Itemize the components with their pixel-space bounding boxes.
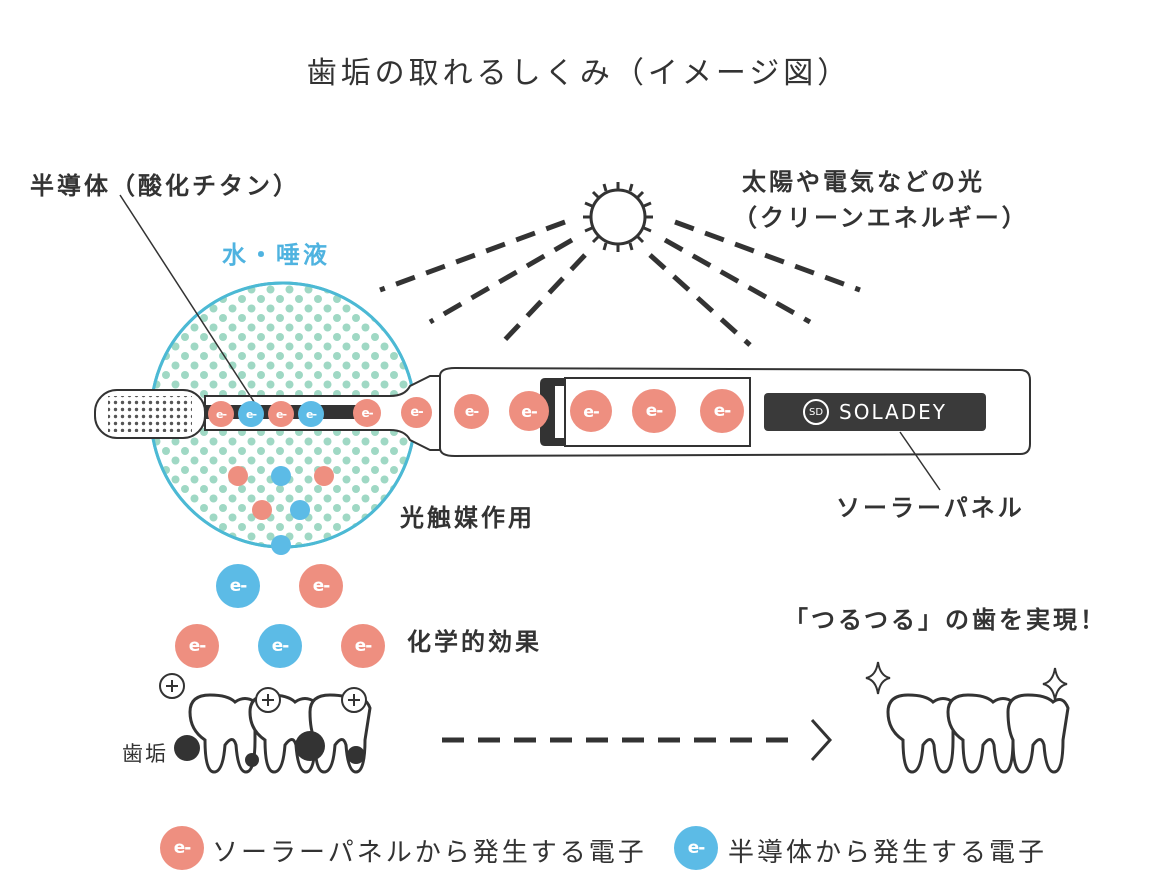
sun-icon: [583, 182, 653, 252]
sparkle-icons: [865, 661, 1068, 701]
electron-chip: e-: [353, 399, 381, 427]
electron-chip: e-: [268, 401, 294, 427]
brand-mark-icon: SD: [803, 399, 829, 425]
electron-chip: e-: [175, 624, 219, 668]
positive-charge-icons: [159, 673, 367, 713]
legend-blue-electron-icon: e-: [674, 826, 718, 870]
light-rays: [379, 219, 861, 347]
electron-chip: e-: [632, 389, 676, 433]
electron-chip: e-: [216, 564, 260, 608]
photocatalysis-particles: [228, 466, 334, 555]
water-label: 水・唾液: [222, 241, 330, 269]
light-label-line2: （クリーンエネルギー）: [733, 204, 1029, 232]
solar-panel-label: ソーラーパネル: [836, 494, 1025, 522]
brand-name: SOLADEY: [839, 400, 947, 424]
photocatalysis-label: 光触媒作用: [400, 504, 535, 532]
result-label: 「つるつる」の歯を実現！: [784, 606, 1108, 634]
light-label-line1: 太陽や電気などの光: [742, 168, 985, 196]
electron-chip: e-: [238, 401, 264, 427]
electron-chip: e-: [454, 394, 489, 429]
legend-blue-text: 半導体から発生する電子: [728, 838, 1048, 868]
semiconductor-pointer-line: [119, 194, 259, 409]
clean-teeth: [886, 693, 1070, 774]
electron-chip: e-: [341, 624, 385, 668]
brand-logo: SD SOLADEY: [764, 393, 986, 431]
plaque-particles: [174, 731, 365, 767]
semiconductor-label: 半導体（酸化チタン）: [30, 172, 300, 200]
electron-chip: e-: [570, 390, 612, 432]
electron-chip: e-: [299, 564, 343, 608]
transition-arrow: [442, 718, 833, 762]
chemical-effect-label: 化学的効果: [407, 628, 542, 656]
electron-chip: e-: [208, 401, 234, 427]
electron-chip: e-: [509, 391, 549, 431]
electron-chip: e-: [401, 397, 432, 428]
legend-red-electron-icon: e-: [160, 826, 204, 870]
electron-chip: e-: [298, 401, 324, 427]
solar-panel-pointer-line: [899, 431, 941, 491]
plaque-label: 歯垢: [122, 742, 168, 766]
electron-chip: e-: [258, 624, 302, 668]
electron-chip: e-: [700, 389, 744, 433]
legend-red-text: ソーラーパネルから発生する電子: [212, 838, 647, 868]
diagram-title: 歯垢の取れるしくみ（イメージ図）: [306, 56, 852, 91]
